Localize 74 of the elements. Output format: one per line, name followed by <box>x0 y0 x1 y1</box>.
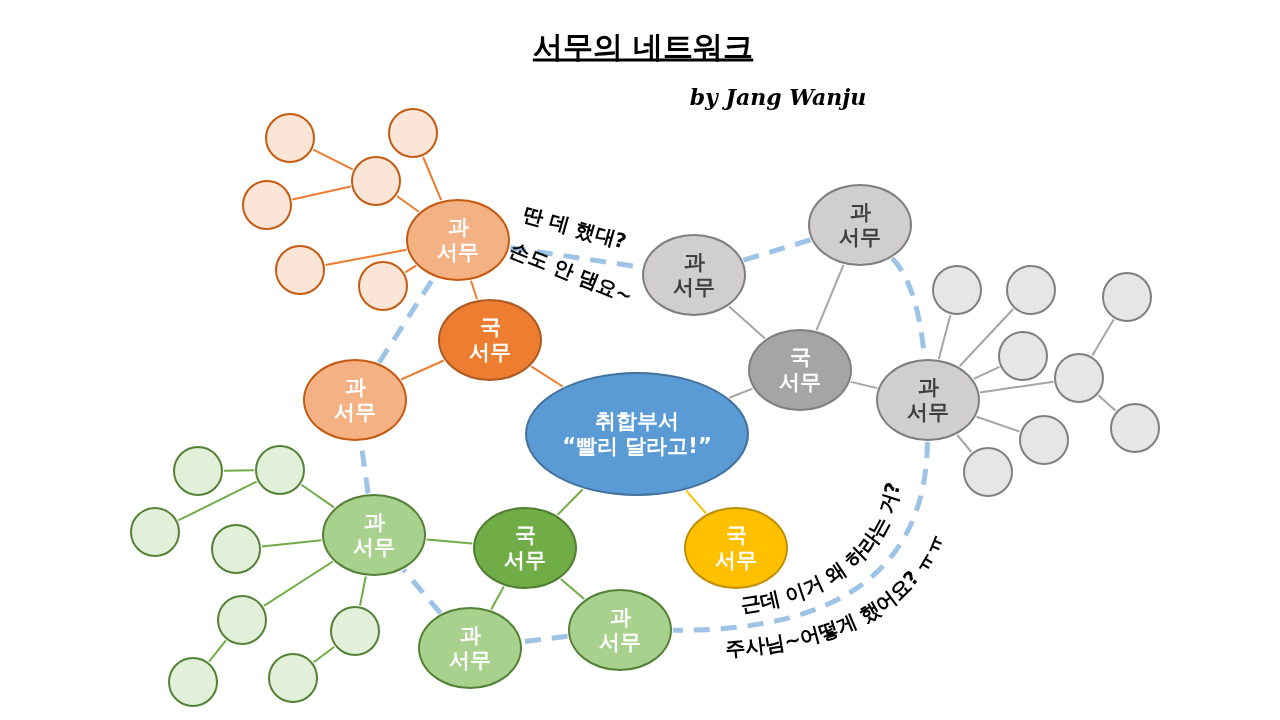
empty-circle <box>217 595 267 645</box>
empty-circle <box>275 245 325 295</box>
ellipse-node: 국 서무 <box>438 299 542 381</box>
connector <box>685 489 707 515</box>
ellipse-node: 국 서무 <box>684 507 788 589</box>
connector <box>979 380 1055 394</box>
connector <box>422 156 443 202</box>
empty-circle <box>1054 353 1104 403</box>
connector <box>1097 394 1117 412</box>
connector <box>937 314 952 360</box>
connector <box>425 538 474 545</box>
dashed-connector <box>522 633 568 645</box>
empty-circle <box>330 606 380 656</box>
empty-circle <box>932 265 982 315</box>
connector <box>260 539 323 548</box>
connector <box>291 185 352 201</box>
empty-circle <box>1006 265 1056 315</box>
connector <box>177 480 258 522</box>
connector <box>324 248 408 267</box>
connector <box>359 575 367 607</box>
ellipse-node: 과 서무 <box>642 234 746 316</box>
dashed-connector <box>742 237 812 263</box>
ellipse-node: 국 서무 <box>473 507 577 589</box>
ellipse-node: 과 서무 <box>406 199 510 281</box>
connector <box>956 434 973 453</box>
connector <box>400 359 445 381</box>
connector <box>208 639 227 663</box>
empty-circle <box>255 445 305 495</box>
ellipse-node: 국 서무 <box>748 329 852 411</box>
empty-circle <box>1019 415 1069 465</box>
dashed-connector <box>401 568 443 615</box>
empty-circle <box>1102 272 1152 322</box>
connector <box>958 308 1015 368</box>
connector <box>223 469 255 472</box>
connector <box>972 365 1001 380</box>
connector <box>312 148 354 171</box>
empty-circle <box>168 657 218 707</box>
ellipse-node: 과 서무 <box>876 359 980 441</box>
empty-circle <box>998 331 1048 381</box>
empty-circle <box>265 113 315 163</box>
ellipse-node: 과 서무 <box>568 589 672 671</box>
connector <box>849 380 879 390</box>
byline: by Jang Wanju <box>689 84 867 110</box>
connector <box>396 195 420 213</box>
title: 서무의 네트워크 <box>532 27 754 66</box>
connector <box>490 585 505 611</box>
ellipse-node: 과 서무 <box>322 494 426 576</box>
connector <box>728 305 766 340</box>
empty-circle <box>388 108 438 158</box>
empty-circle <box>268 653 318 703</box>
connector <box>530 365 564 388</box>
ellipse-node: 과 서무 <box>808 184 912 266</box>
dashed-connector <box>672 441 930 633</box>
ellipse-node: 과 서무 <box>303 359 407 441</box>
connector <box>556 488 584 516</box>
connector <box>1091 318 1115 357</box>
connector <box>815 263 845 332</box>
ellipse-node: 과 서무 <box>418 607 522 689</box>
empty-circle <box>1110 403 1160 453</box>
connector <box>470 279 478 301</box>
empty-circle <box>173 446 223 496</box>
connector <box>262 560 334 607</box>
connector <box>728 387 754 399</box>
empty-circle <box>211 524 261 574</box>
empty-circle <box>963 447 1013 497</box>
connector <box>975 415 1021 433</box>
connector <box>300 483 336 509</box>
empty-circle <box>242 180 292 230</box>
empty-circle <box>358 261 408 311</box>
connector <box>559 577 586 601</box>
center-ellipse: 취합부서 “빨리 달라고!” <box>525 372 749 496</box>
connector <box>312 645 336 664</box>
empty-circle <box>130 507 180 557</box>
empty-circle <box>351 156 401 206</box>
